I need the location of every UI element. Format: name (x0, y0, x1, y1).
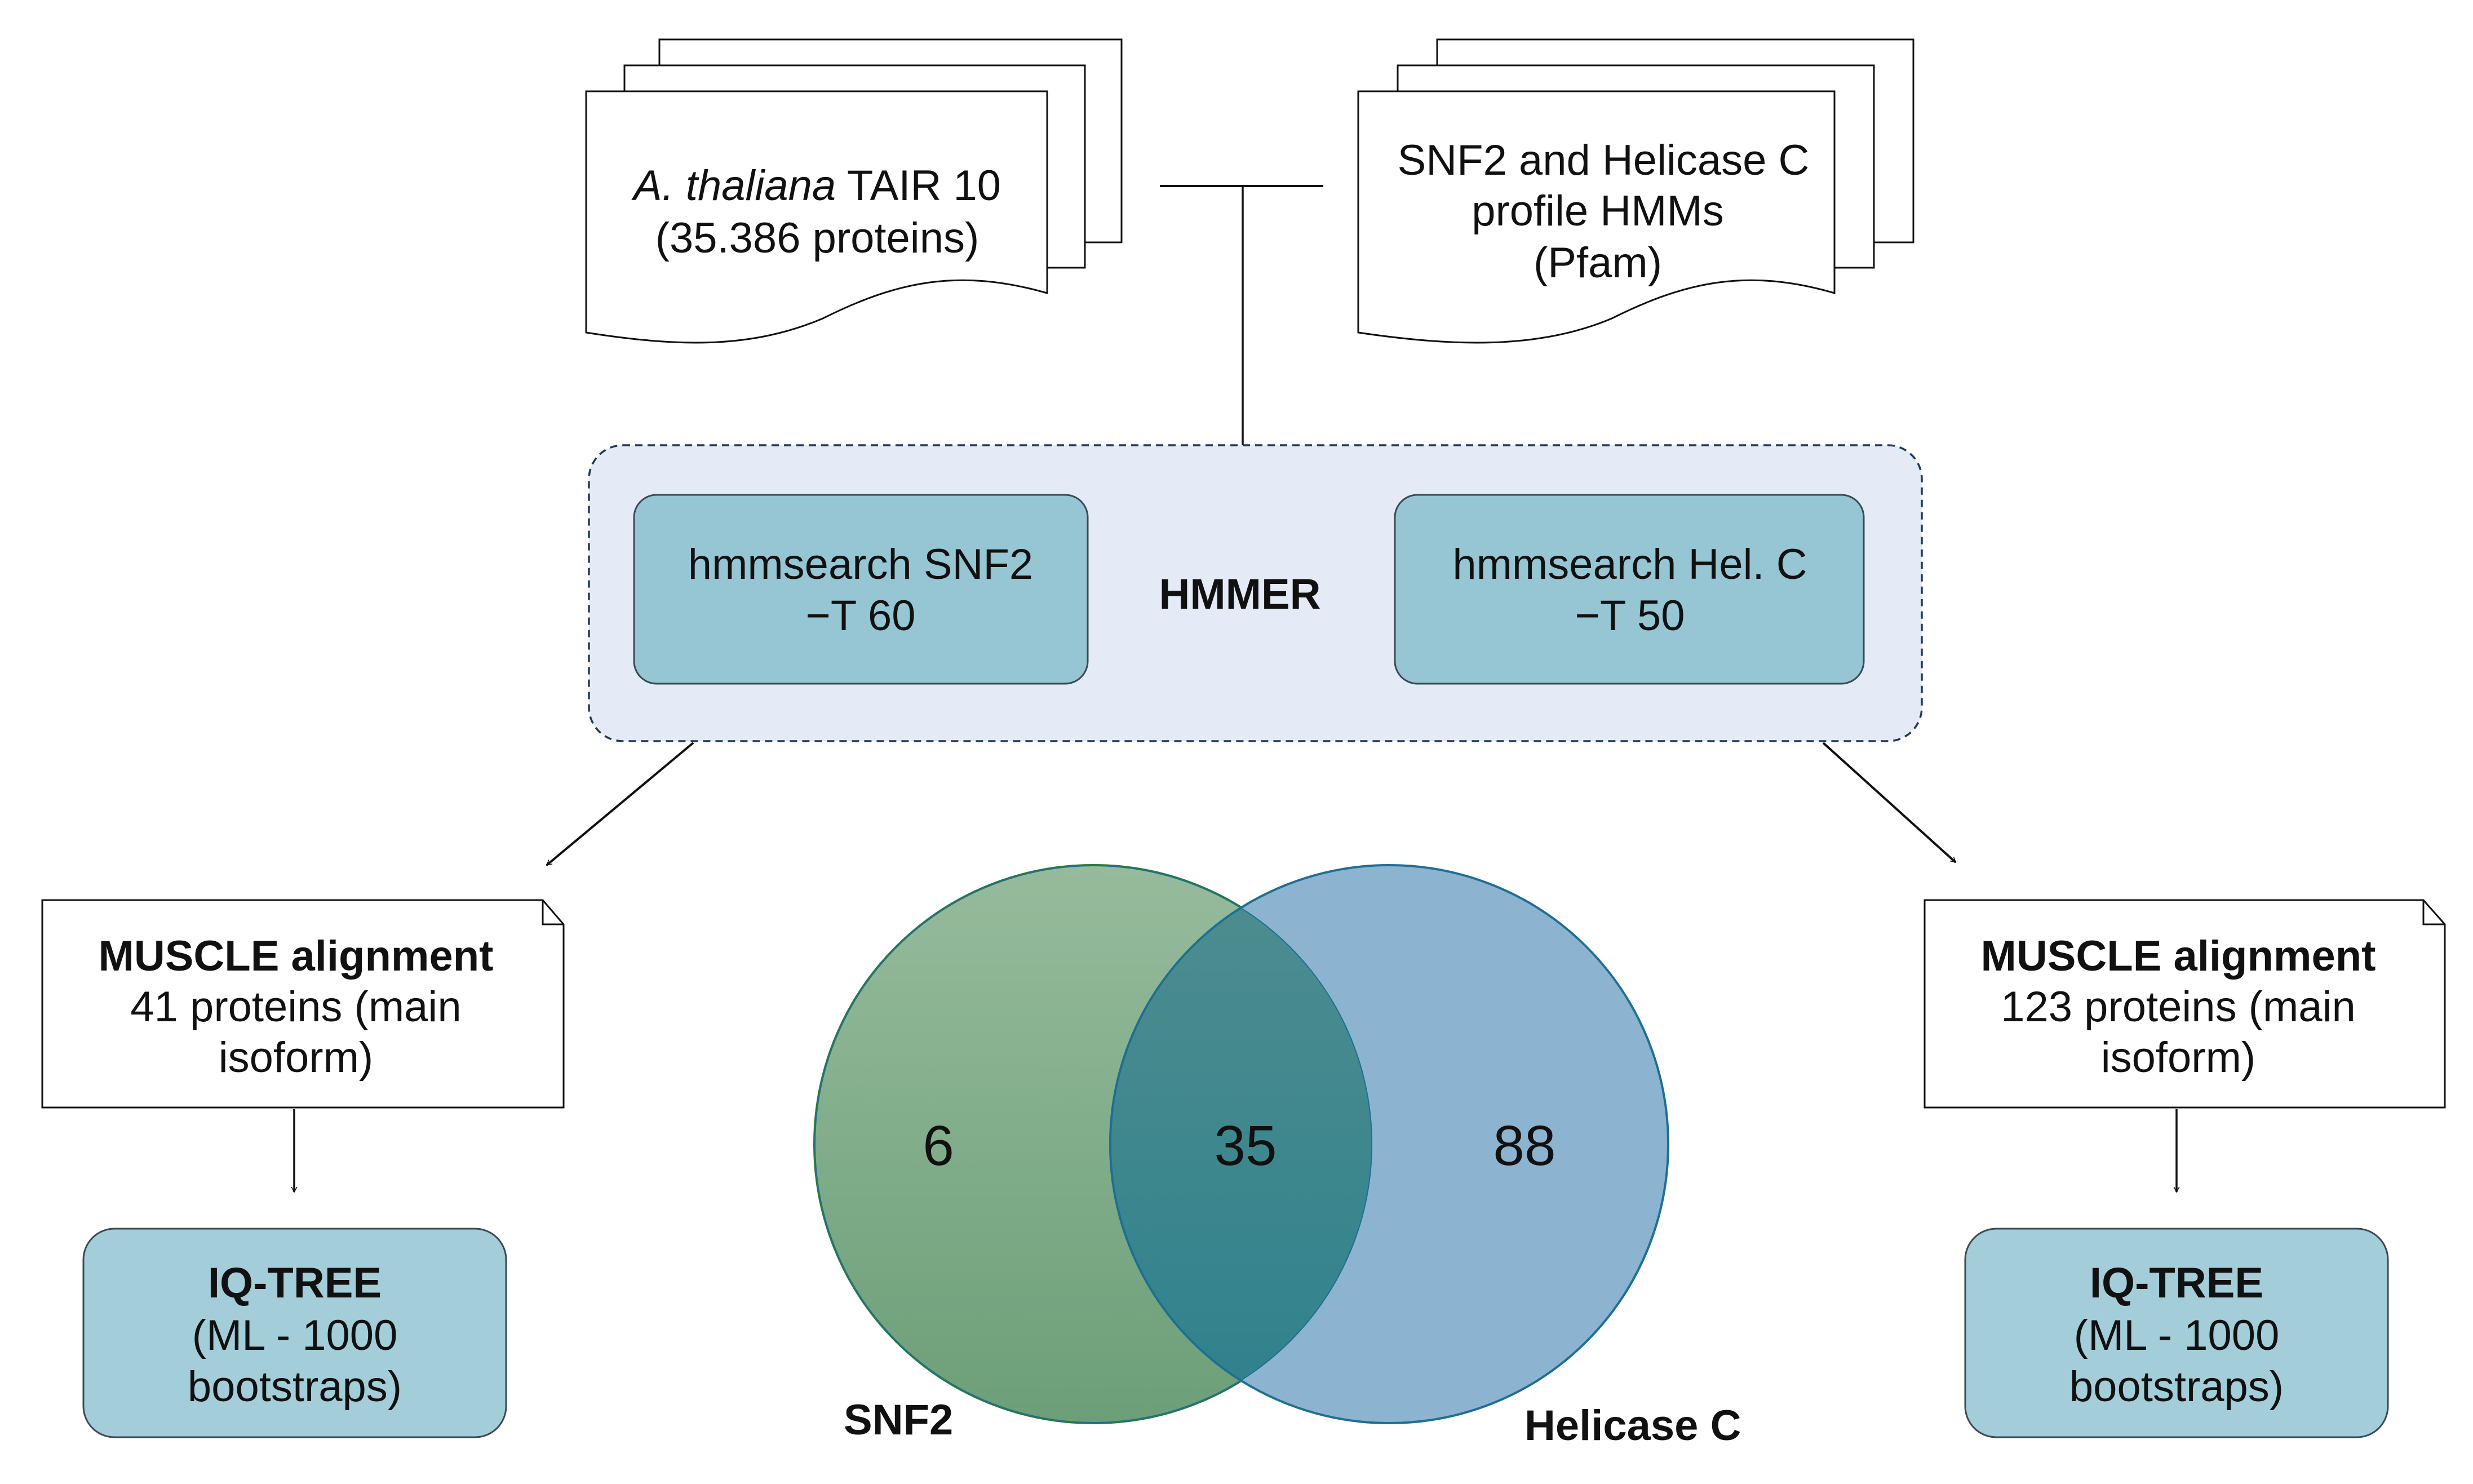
right-muscle-title: MUSCLE alignment (1981, 932, 2376, 980)
tair-label: A. thaliana TAIR 10 (631, 162, 1001, 210)
tair-version: TAIR 10 (836, 162, 1001, 210)
tair-proteome-document-stack: A. thaliana TAIR 10 (35.386 proteins) (585, 38, 1123, 344)
venn-diagram: 6 35 88 SNF2 Helicase C (813, 864, 1741, 1450)
left-muscle-protein-count: 41 proteins (main (130, 983, 461, 1031)
pfam-hmm-document-stack: SNF2 and Helicase C profile HMMs (Pfam) (1357, 38, 1914, 344)
right-muscle-box (1924, 899, 2446, 1109)
hmmsearch-helc-label: hmmsearch Hel. C (1452, 541, 1807, 588)
left-iqtree-method: (ML - 1000 (192, 1312, 398, 1359)
arrow-to-left-muscle (546, 742, 694, 866)
right-muscle-protein-count: 123 proteins (main (2001, 983, 2355, 1031)
pfam-label-line1: SNF2 and Helicase C (1398, 136, 1810, 184)
right-muscle-isoform: isoform) (2101, 1034, 2255, 1082)
left-muscle-title: MUSCLE alignment (99, 932, 494, 980)
pfam-label-line3: (Pfam) (1534, 239, 1662, 287)
venn-overlap-region (1110, 865, 1372, 1423)
left-muscle-isoform: isoform) (219, 1034, 373, 1082)
hmmsearch-snf2-label: hmmsearch SNF2 (688, 541, 1033, 588)
left-iqtree-box (82, 1228, 507, 1438)
tair-species: A. thaliana (631, 162, 836, 210)
right-iqtree-title: IQ-TREE (2090, 1259, 2263, 1307)
hmmer-container: hmmsearch SNF2 −T 60 HMMER hmmsearch Hel… (588, 444, 1923, 742)
arrow-to-right-muscle (1822, 742, 1957, 863)
left-branch: MUSCLE alignment 41 proteins (main isofo… (41, 899, 565, 1438)
venn-helicase-only-count: 88 (1493, 1114, 1555, 1177)
hmmsearch-snf2-box (633, 494, 1089, 685)
right-iqtree-bootstraps: bootstraps) (2069, 1363, 2284, 1411)
venn-snf2-label: SNF2 (844, 1396, 953, 1444)
pfam-label-line2: profile HMMs (1472, 187, 1724, 235)
document-shape (1357, 90, 1836, 344)
hmmsearch-helc-box (1394, 494, 1865, 685)
hmmsearch-helc-threshold: −T 50 (1575, 592, 1685, 640)
right-iqtree-method: (ML - 1000 (2074, 1312, 2280, 1359)
venn-helicase-label: Helicase C (1524, 1402, 1741, 1450)
left-iqtree-bootstraps: bootstraps) (188, 1363, 402, 1411)
hmmsearch-snf2-threshold: −T 60 (805, 592, 915, 640)
tair-protein-count: (35.386 proteins) (655, 214, 980, 262)
left-iqtree-title: IQ-TREE (208, 1259, 382, 1307)
document-shape (585, 90, 1048, 344)
venn-overlap-count: 35 (1214, 1114, 1277, 1177)
venn-snf2-only-count: 6 (923, 1114, 954, 1177)
left-muscle-box (41, 899, 565, 1109)
right-iqtree-box (1964, 1228, 2389, 1438)
hmmer-label: HMMER (1159, 570, 1320, 618)
right-branch: MUSCLE alignment 123 proteins (main isof… (1924, 899, 2446, 1438)
